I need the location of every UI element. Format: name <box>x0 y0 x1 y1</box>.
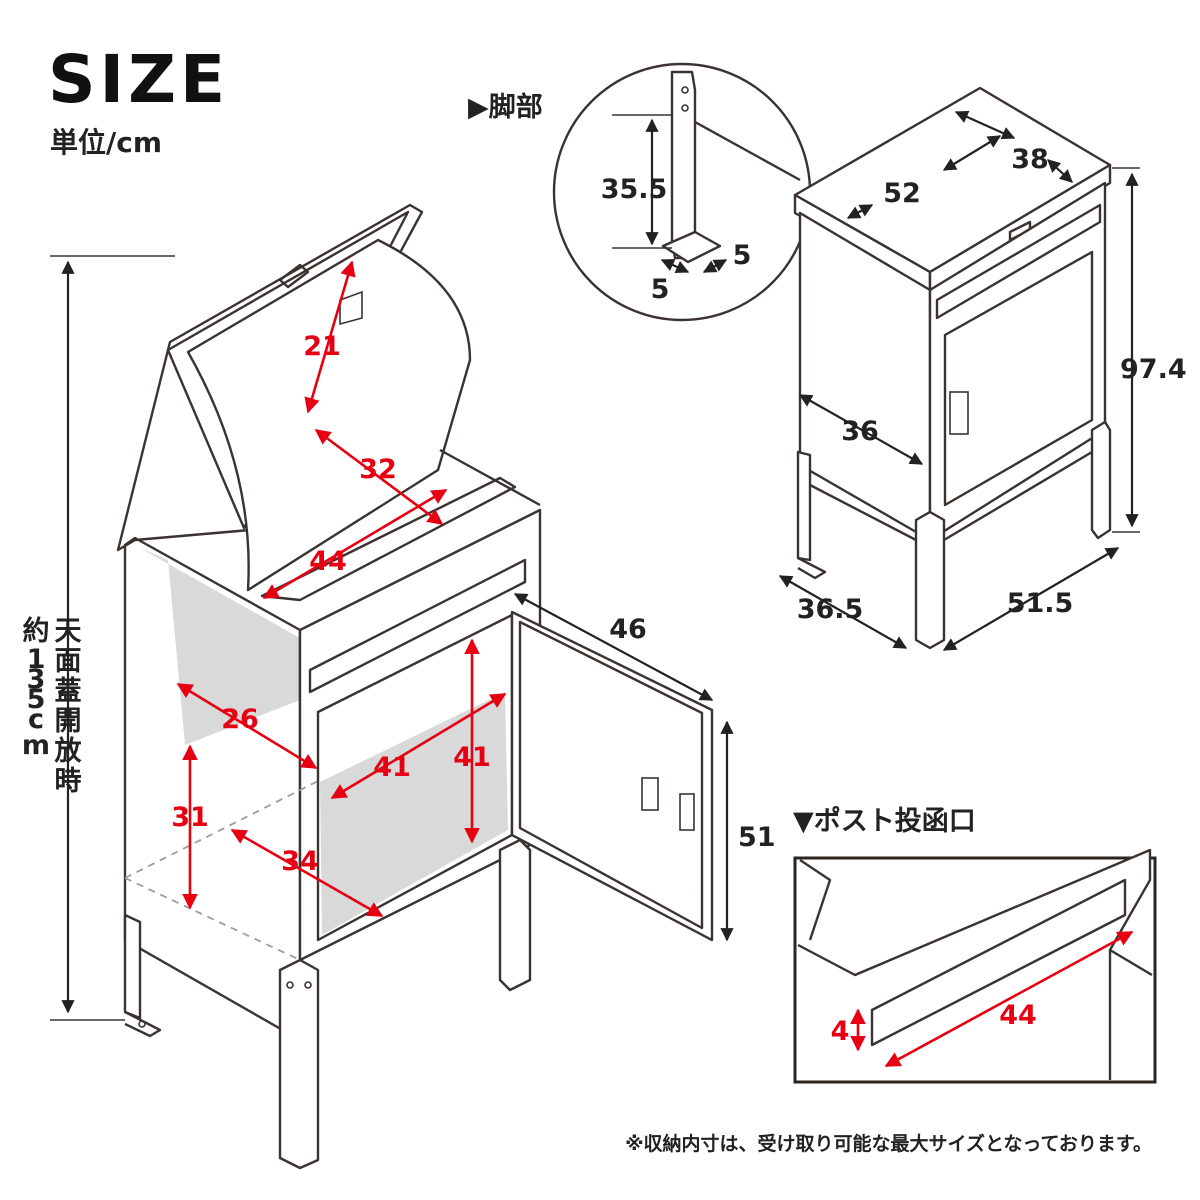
closed-box-drawing <box>793 86 1112 650</box>
leg-detail-post <box>670 70 697 260</box>
slot-detail: 4 44 <box>793 848 1157 1084</box>
svg-text:約: 約 <box>23 615 50 647</box>
size-title: SIZE <box>48 41 229 118</box>
closed-lock <box>949 391 969 435</box>
door-panel <box>510 610 714 942</box>
svg-text:1: 1 <box>27 644 46 675</box>
closed-leg-2 <box>914 510 946 650</box>
dim-5b-line <box>702 259 728 273</box>
dim-46: 46 <box>609 614 647 645</box>
vertical-label: 天 面 蓋 開 放 時 <box>54 616 83 797</box>
dim-26-line <box>176 682 318 770</box>
leg-front <box>278 958 320 1170</box>
dim-36-5: 36.5 <box>797 594 864 625</box>
leg-detail-bolt-1 <box>681 86 689 94</box>
side-shade <box>140 548 300 745</box>
dim-35-5: 35.5 <box>601 174 668 205</box>
dim-5a: 5 <box>651 274 670 305</box>
door-hook <box>641 777 659 811</box>
dim-36: 36 <box>841 416 879 447</box>
dim-38: 38 <box>1011 144 1049 175</box>
leg-foot-left <box>124 1010 162 1038</box>
slot-corner <box>799 859 832 941</box>
svg-text:5: 5 <box>27 684 46 715</box>
body-top-edge <box>439 448 541 507</box>
svg-text:c: c <box>28 704 44 735</box>
lid-panel <box>186 238 472 592</box>
slot-label: ▼ポスト投函口 <box>793 806 976 837</box>
door-lock <box>679 793 695 831</box>
dim-41-diag: 41 <box>373 752 411 783</box>
open-box-drawing <box>116 203 714 1170</box>
dim-44: 44 <box>309 546 347 577</box>
dim-44-slot: 44 <box>999 1000 1037 1031</box>
closed-door <box>943 250 1094 507</box>
vertical-label-sub: 約 1 3 5 c m <box>22 615 50 761</box>
leg-detail-connector <box>694 120 801 182</box>
dim-46-line <box>513 593 714 701</box>
dash-line-1 <box>124 779 321 879</box>
dim-31: 31 <box>171 802 209 833</box>
closed-slot <box>935 203 1102 320</box>
leg-bolt-2 <box>286 981 294 989</box>
svg-text:放: 放 <box>54 735 83 767</box>
dim-32: 32 <box>359 454 397 485</box>
dim-38a-line <box>954 110 1016 140</box>
leg-bolt <box>138 1020 146 1028</box>
leg-bolt-3 <box>304 981 312 989</box>
dim-44-line <box>262 488 448 600</box>
dash-line-2 <box>124 877 301 961</box>
dim-44-slot-line <box>884 930 1134 1068</box>
dim-5a-line <box>660 258 690 274</box>
dim-5b: 5 <box>733 240 752 271</box>
dim-51-5-line <box>942 547 1120 651</box>
dim-26: 26 <box>221 704 259 735</box>
svg-text:m: m <box>22 730 50 761</box>
closed-base-1 <box>809 483 917 542</box>
leg-back-left <box>123 913 142 1020</box>
dim-51-5: 51.5 <box>1007 588 1074 619</box>
dim-34-line <box>230 828 384 918</box>
dim-52: 52 <box>883 178 921 209</box>
dim-36-5-line <box>778 575 908 649</box>
closed-leg-1 <box>796 450 812 562</box>
leg-detail-plate <box>661 230 722 264</box>
svg-text:面: 面 <box>55 646 82 677</box>
dim-34: 34 <box>281 846 319 877</box>
dim-21-line <box>304 260 356 414</box>
legs-label: ▶脚部 <box>468 91 543 123</box>
leg-detail: 35.5 5 5 <box>552 62 812 322</box>
leg-front-right <box>498 838 532 992</box>
closed-base-2 <box>943 450 1093 542</box>
svg-text:時: 時 <box>55 766 82 797</box>
svg-text:開: 開 <box>55 706 82 737</box>
dim-36-line <box>798 394 924 465</box>
footnote: ※収納内寸は、受け取り可能な最大サイズとなっております。 <box>625 1132 1152 1155</box>
dim-41-vert: 41 <box>453 742 491 773</box>
dim-4: 4 <box>831 1016 850 1047</box>
dim-38b-line <box>1047 159 1073 183</box>
dim-52b-line <box>942 135 1002 171</box>
svg-text:3: 3 <box>27 664 46 695</box>
svg-text:蓋: 蓋 <box>55 676 82 707</box>
svg-text:天: 天 <box>55 616 82 647</box>
unit-label: 単位/cm <box>50 126 162 159</box>
dim-51: 51 <box>738 822 776 853</box>
leg-detail-bolt-2 <box>681 104 689 112</box>
closed-foot-1 <box>797 556 827 580</box>
dim-52a-line <box>846 204 874 219</box>
dim-97-4: 97.4 <box>1120 354 1187 385</box>
closed-leg-3 <box>1090 420 1112 540</box>
dim-21: 21 <box>303 331 341 362</box>
